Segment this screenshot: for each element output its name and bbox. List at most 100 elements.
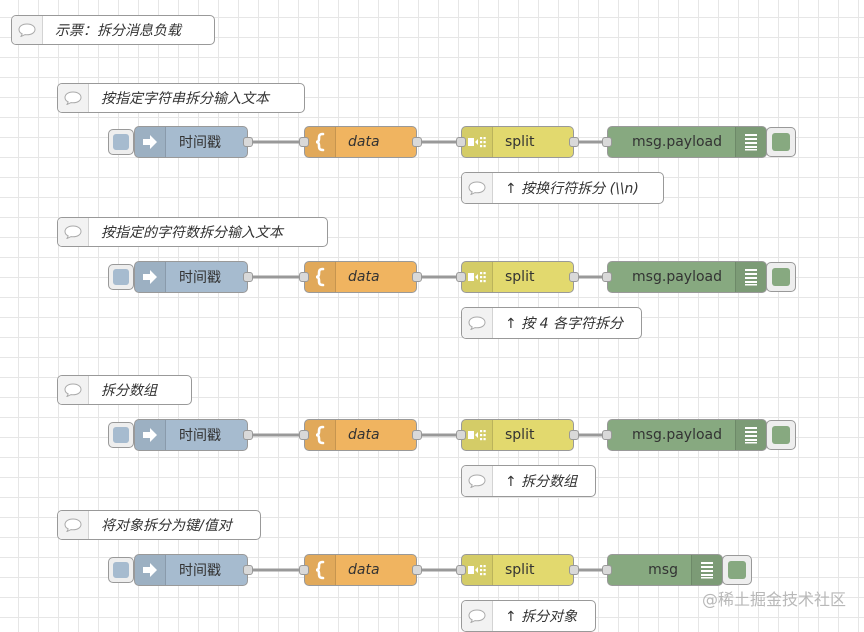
note-text: ↑ 拆分对象 [505,609,578,625]
flow-1-debug-node[interactable]: msg.payload [607,126,767,158]
flow-4-debug-node[interactable]: msg [607,554,723,586]
inject-button-fill [113,562,129,578]
debug-input-port[interactable] [602,565,612,575]
template-label: data [348,134,380,150]
inject-label: 时间戳 [179,135,221,151]
comment-icon [58,376,89,404]
flow-1-split-node[interactable]: split [461,126,574,158]
flow-4-debug-toggle-button[interactable] [722,555,752,585]
flow-2-template-node[interactable]: data [304,261,417,293]
template-output-port[interactable] [412,430,422,440]
flow-4-inject-button[interactable] [108,557,134,583]
debug-input-port[interactable] [602,430,612,440]
comment-text: 将对象拆分为键/值对 [101,518,232,534]
flow-2-inject-node[interactable]: 时间戳 [134,261,248,293]
flow-3-inject-button[interactable] [108,422,134,448]
template-label: data [348,427,380,443]
comment-icon [58,218,89,246]
inject-output-port[interactable] [243,430,253,440]
split-icon [462,127,493,157]
flow-2-note-comment-node[interactable]: ↑ 按 4 各字符拆分 [461,307,642,339]
comment-icon [462,601,493,631]
template-input-port[interactable] [299,430,309,440]
split-output-port[interactable] [569,565,579,575]
comment-text: 拆分数组 [101,383,157,399]
title-comment-node[interactable]: 示票：拆分消息负载 [11,15,215,45]
inject-output-port[interactable] [243,137,253,147]
inject-button-fill [113,134,129,150]
flow-2-debug-node[interactable]: msg.payload [607,261,767,293]
template-input-port[interactable] [299,565,309,575]
split-label: split [505,134,535,150]
flow-4-comment-node[interactable]: 将对象拆分为键/值对 [57,510,261,540]
inject-button-fill [113,269,129,285]
debug-label: msg.payload [632,269,722,285]
note-text: ↑ 按 4 各字符拆分 [505,316,623,332]
note-text: ↑ 拆分数组 [505,474,578,490]
flow-1-inject-button[interactable] [108,129,134,155]
debug-list-icon [735,127,766,157]
debug-input-port[interactable] [602,272,612,282]
split-output-port[interactable] [569,272,579,282]
flow-2-split-node[interactable]: split [461,261,574,293]
inject-arrow-icon [135,127,166,157]
split-output-port[interactable] [569,430,579,440]
debug-list-icon [735,420,766,450]
flow-4-template-node[interactable]: data [304,554,417,586]
flow-4-split-node[interactable]: split [461,554,574,586]
template-input-port[interactable] [299,272,309,282]
flow-2-inject-button[interactable] [108,264,134,290]
debug-input-port[interactable] [602,137,612,147]
flow-3-debug-node[interactable]: msg.payload [607,419,767,451]
template-label: data [348,562,380,578]
comment-icon [462,308,493,338]
template-label: data [348,269,380,285]
flow-1-comment-node[interactable]: 按指定字符串拆分输入文本 [57,83,305,113]
split-output-port[interactable] [569,137,579,147]
template-output-port[interactable] [412,137,422,147]
flow-1-template-node[interactable]: data [304,126,417,158]
template-brace-icon [305,262,336,292]
flow-3-template-node[interactable]: data [304,419,417,451]
flow-3-inject-node[interactable]: 时间戳 [134,419,248,451]
comment-icon [462,466,493,496]
inject-label: 时间戳 [179,563,221,579]
inject-arrow-icon [135,555,166,585]
flow-1-inject-node[interactable]: 时间戳 [134,126,248,158]
debug-toggle-fill [772,426,790,444]
flow-3-comment-node[interactable]: 拆分数组 [57,375,192,405]
split-label: split [505,427,535,443]
flow-3-split-node[interactable]: split [461,419,574,451]
template-brace-icon [305,127,336,157]
debug-list-icon [735,262,766,292]
inject-output-port[interactable] [243,565,253,575]
comment-icon [462,173,493,203]
flow-4-inject-node[interactable]: 时间戳 [134,554,248,586]
template-output-port[interactable] [412,565,422,575]
flow-3-note-comment-node[interactable]: ↑ 拆分数组 [461,465,596,497]
template-input-port[interactable] [299,137,309,147]
template-brace-icon [305,420,336,450]
flow-1-note-comment-node[interactable]: ↑ 按换行符拆分 (\\n) [461,172,664,204]
flow-2-debug-toggle-button[interactable] [766,262,796,292]
debug-label: msg.payload [632,427,722,443]
flow-3-debug-toggle-button[interactable] [766,420,796,450]
split-input-port[interactable] [456,565,466,575]
split-input-port[interactable] [456,430,466,440]
debug-list-icon [691,555,722,585]
template-output-port[interactable] [412,272,422,282]
split-input-port[interactable] [456,272,466,282]
comment-text: 按指定字符串拆分输入文本 [101,91,269,107]
flow-1-debug-toggle-button[interactable] [766,127,796,157]
split-icon [462,420,493,450]
flow-4-note-comment-node[interactable]: ↑ 拆分对象 [461,600,596,632]
inject-label: 时间戳 [179,270,221,286]
comment-icon [58,511,89,539]
split-input-port[interactable] [456,137,466,147]
split-label: split [505,562,535,578]
split-icon [462,262,493,292]
inject-output-port[interactable] [243,272,253,282]
flow-2-comment-node[interactable]: 按指定的字符数拆分输入文本 [57,217,328,247]
inject-button-fill [113,427,129,443]
inject-arrow-icon [135,420,166,450]
